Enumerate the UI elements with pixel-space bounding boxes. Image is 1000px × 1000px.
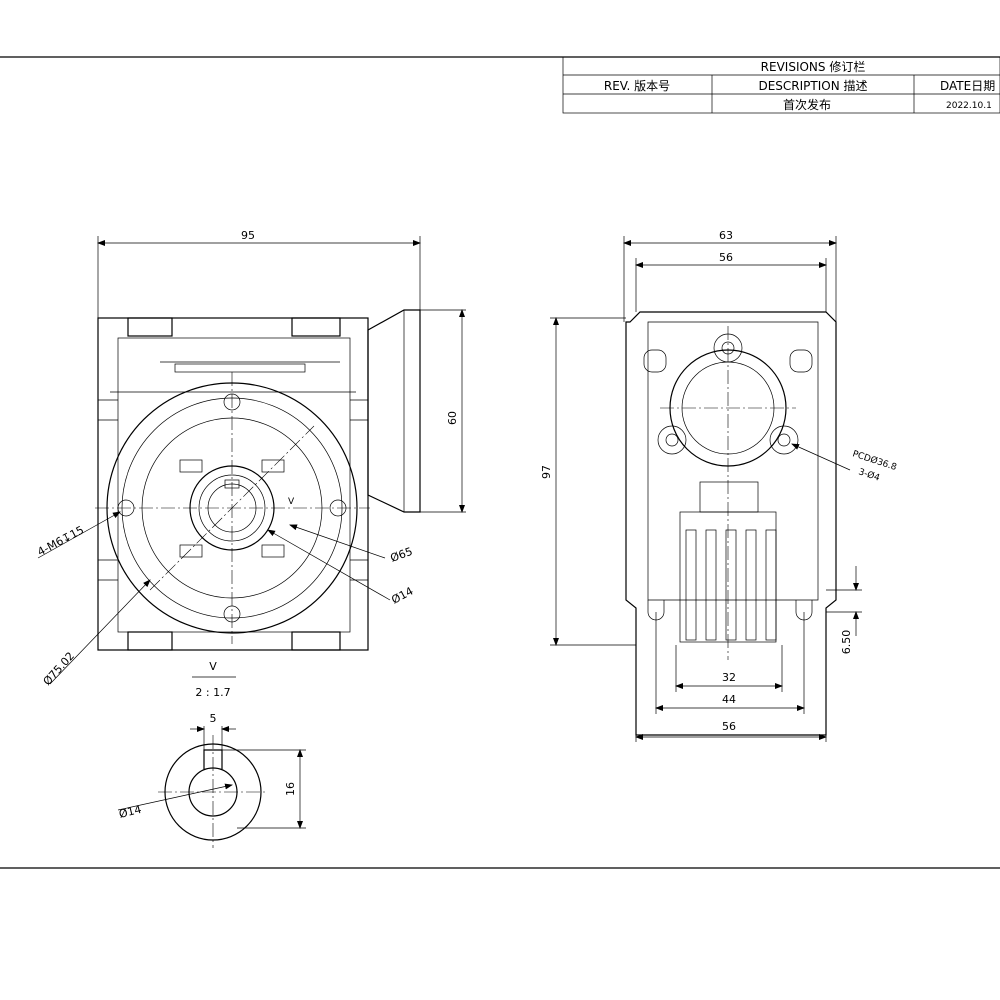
dim-width-63: 63: [719, 229, 733, 242]
dim-56-bottom: 56: [722, 720, 736, 733]
dim-height-60: 60: [446, 411, 459, 425]
front-view-dimensions: 95 60 4-M6↧15 Ø65 Ø14 Ø75.02 V: [35, 229, 466, 688]
pcd-callout: PCDØ36.8: [851, 448, 898, 473]
flange-dia-75: Ø75.02: [41, 649, 78, 688]
rev-column-header: REV. 版本号: [604, 79, 670, 93]
detail-label-v: V: [209, 660, 217, 673]
revision-description: 首次发布: [783, 97, 831, 112]
dim-key-height-16: 16: [284, 782, 297, 796]
revisions-header: REVISIONS 修订栏: [761, 59, 866, 74]
dim-width-56-top: 56: [719, 251, 733, 264]
detail-view-v: V 2 : 1.7 5 16 Ø14: [118, 660, 306, 848]
description-column-header: DESCRIPTION 描述: [758, 79, 867, 93]
dim-44: 44: [722, 693, 736, 706]
shaft-dia-14: Ø14: [389, 585, 415, 607]
side-view-dimensions: 63 56 97 PCDØ36.8 3-Ø4 32 44 56 6.50: [540, 229, 898, 742]
detail-scale: 2 : 1.7: [195, 686, 230, 699]
holes-callout: 3-Ø4: [857, 466, 881, 483]
front-view: [95, 309, 421, 651]
revision-date: 2022.10.1: [946, 101, 992, 111]
dim-key-width-5: 5: [210, 712, 217, 725]
dim-6-50: 6.50: [840, 630, 853, 655]
dim-height-97: 97: [540, 465, 553, 479]
bolt-hole-callout: 4-M6↧15: [35, 523, 86, 558]
bore-dia-65: Ø65: [389, 545, 415, 565]
dim-32: 32: [722, 671, 736, 684]
revision-table: REVISIONS 修订栏 REV. 版本号 DESCRIPTION 描述 DA…: [562, 56, 1000, 114]
dim-width-95: 95: [241, 229, 255, 242]
detail-bore-dia-14: Ø14: [118, 803, 143, 821]
date-column-header: DATE日期: [940, 79, 995, 93]
view-mark-v: V: [288, 497, 295, 507]
side-view: [625, 311, 837, 736]
